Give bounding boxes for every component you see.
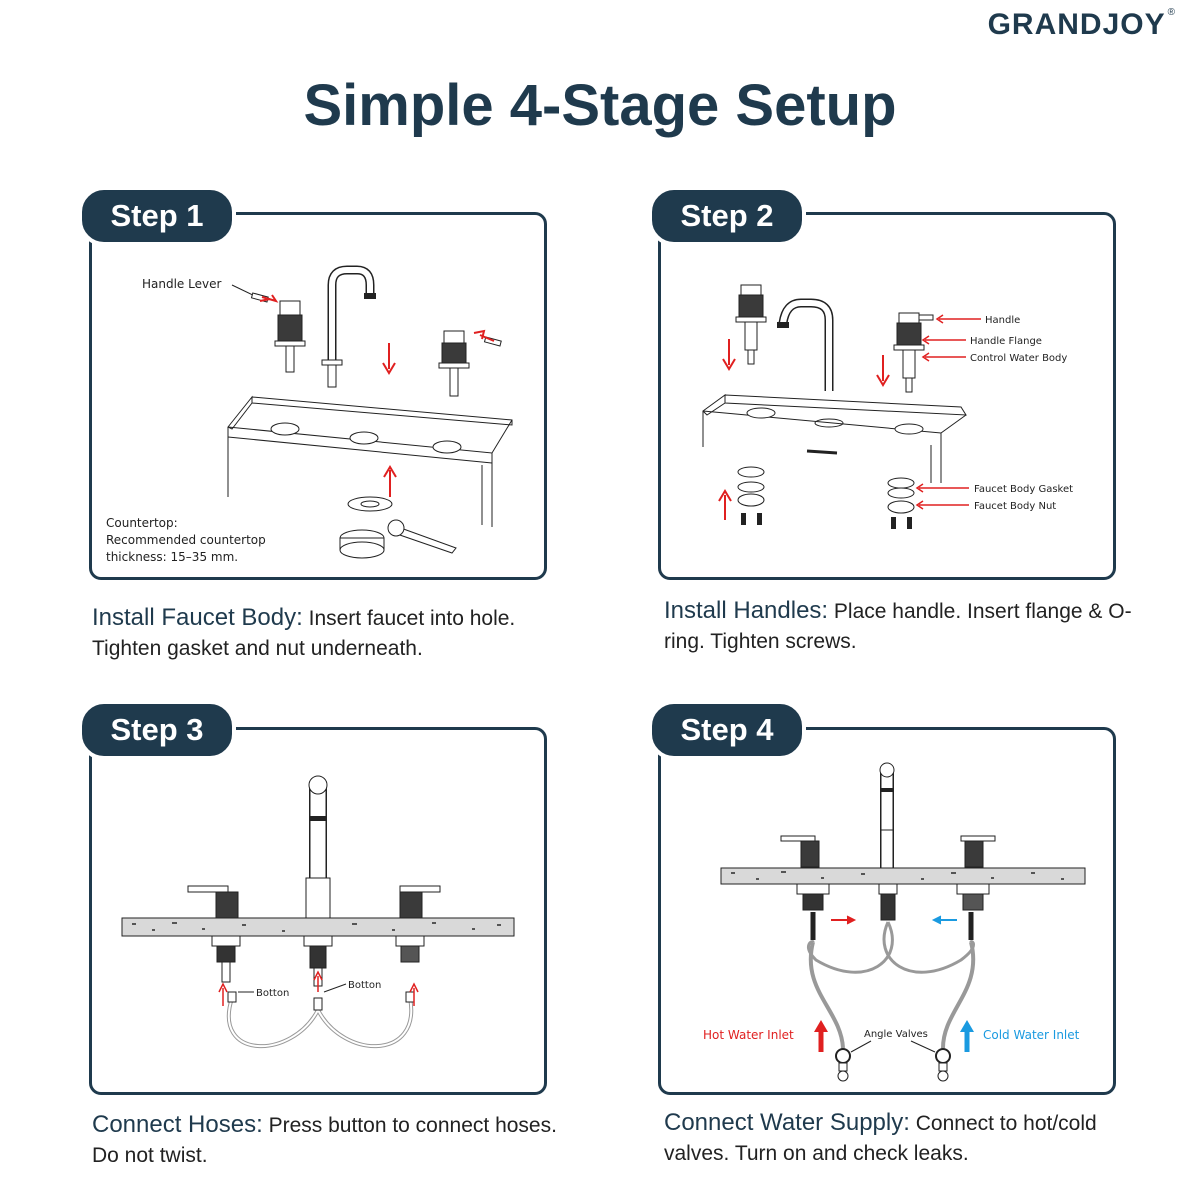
countertop-icon — [121, 917, 515, 937]
handle-label: Handle — [985, 315, 1020, 326]
angle-valves-icon — [835, 1048, 951, 1082]
countertop-note-2: Recommended countertop — [106, 533, 266, 547]
step-1-badge: Step 1 — [78, 186, 236, 246]
countertop-icon — [227, 395, 513, 527]
step-3-description: Connect Hoses: Press button to connect h… — [92, 1110, 562, 1171]
step-2-description: Install Handles: Place handle. Insert fl… — [664, 596, 1134, 657]
left-handle-icon — [187, 885, 239, 919]
left-gasket-nut-icon — [737, 466, 765, 525]
brand-name: GRANDJOY — [987, 8, 1166, 41]
left-handle-icon — [735, 284, 767, 365]
spout-icon — [777, 298, 844, 428]
right-handle-icon — [399, 885, 441, 919]
countertop-note-3: thickness: 15–35 mm. — [106, 550, 238, 564]
right-gasket-nut-icon — [887, 477, 915, 529]
countertop-icon — [720, 867, 1086, 885]
step-4-diagram: Hot Water Inlet Cold Water Inlet Angle V… — [703, 762, 1086, 1082]
step-3-badge: Step 3 — [78, 700, 236, 760]
step-3-heading: Connect Hoses: — [92, 1111, 263, 1138]
step-2-diagram: Handle Handle Flange Control Water Body — [702, 284, 1073, 529]
button-label-right: Botton — [348, 980, 381, 991]
step-2-panel: Handle Handle Flange Control Water Body — [658, 212, 1116, 580]
step-3-panel: Botton Botton — [89, 727, 547, 1095]
spout-icon — [305, 775, 331, 919]
step-1-panel: Handle Lever — [89, 212, 547, 580]
step-4-panel: Hot Water Inlet Cold Water Inlet Angle V… — [658, 727, 1116, 1095]
right-handle-icon — [893, 312, 934, 393]
hot-water-inlet-label: Hot Water Inlet — [703, 1028, 794, 1042]
handle-flange-label: Handle Flange — [970, 336, 1042, 347]
handle-lever-label: Handle Lever — [142, 277, 221, 291]
right-handle-icon — [960, 835, 996, 868]
step-4-text: Connect to hot/cold valves. Turn on and … — [664, 1112, 1097, 1165]
left-handle-icon — [780, 835, 820, 868]
step-3-diagram: Botton Botton — [121, 775, 515, 1049]
angle-valves-label: Angle Valves — [864, 1029, 928, 1040]
under-fittings-icon — [796, 883, 990, 921]
faucet-body-nut-label: Faucet Body Nut — [974, 501, 1056, 512]
left-handle-icon — [274, 300, 306, 373]
step-1-description: Install Faucet Body: Insert faucet into … — [92, 603, 562, 664]
countertop-icon — [702, 394, 967, 483]
page-title: Simple 4-Stage Setup — [303, 73, 897, 138]
step-2-badge: Step 2 — [648, 186, 806, 246]
step-1-text: Insert faucet into hole. Tighten gasket … — [92, 607, 516, 660]
right-handle-icon — [438, 330, 470, 397]
step-1-diagram: Handle Lever — [106, 265, 513, 564]
step-3-text: Press button to connect hoses. Do not tw… — [92, 1114, 557, 1167]
hoses-icon — [226, 991, 415, 1049]
step-4-heading: Connect Water Supply: — [664, 1109, 910, 1136]
step-2-text: Place handle. Insert flange & O-ring. Ti… — [664, 600, 1132, 653]
control-water-body-label: Control Water Body — [970, 353, 1067, 364]
button-label-left: Botton — [256, 988, 289, 999]
hoses-icon — [806, 912, 976, 1049]
step-2-heading: Install Handles: — [664, 597, 829, 624]
registered-mark: ® — [1167, 7, 1176, 18]
brand-logo: GRANDJOY® — [987, 7, 1176, 42]
step-1-heading: Install Faucet Body: — [92, 604, 303, 631]
cold-water-inlet-label: Cold Water Inlet — [983, 1028, 1080, 1042]
spout-icon — [879, 762, 895, 871]
faucet-body-gasket-label: Faucet Body Gasket — [974, 484, 1073, 495]
gasket-nut-wrench-icon — [339, 496, 457, 559]
countertop-note-1: Countertop: — [106, 516, 178, 530]
step-4-description: Connect Water Supply: Connect to hot/col… — [664, 1108, 1134, 1169]
spout-icon — [321, 265, 376, 388]
under-fittings-icon — [211, 935, 425, 987]
step-4-badge: Step 4 — [648, 700, 806, 760]
